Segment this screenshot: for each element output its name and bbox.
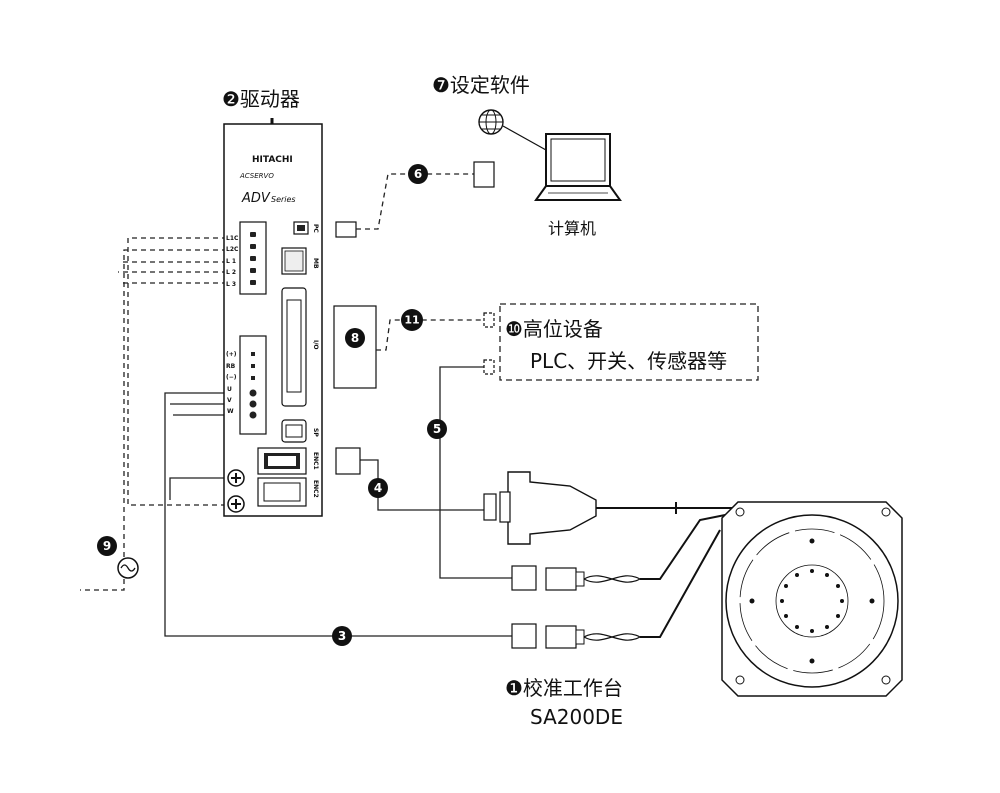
laptop-icon	[534, 133, 622, 201]
power-lines	[80, 237, 236, 591]
callout-8: 8	[345, 328, 365, 348]
callout-4: 4	[368, 478, 388, 498]
drive-sub: ACSERVO	[239, 172, 274, 180]
port-label-io: I/O	[312, 340, 319, 350]
host-device-box	[499, 303, 759, 381]
terminal-l2: L 2	[226, 269, 236, 276]
port-label-enc2: ENC2	[312, 480, 319, 498]
host-subtitle: PLC、开关、传感器等	[530, 349, 727, 373]
callout-11: 11	[401, 309, 423, 331]
drive-series-main: ADV	[241, 191, 271, 206]
drive-brand: HITACHI	[252, 155, 293, 165]
callout-6-label: 6	[414, 167, 422, 181]
host-title: ❿高位设备	[505, 317, 603, 341]
rotary-stage	[721, 501, 903, 697]
globe-icon	[478, 109, 547, 151]
terminal-l1c: L1C	[226, 235, 239, 242]
terminal-l2c: L2C	[226, 246, 239, 253]
terminal-l1: L 1	[226, 258, 236, 265]
stage-title: ❶校准工作台	[505, 676, 623, 700]
drive-title: ❷驱动器	[222, 87, 300, 111]
sensor-connector	[511, 511, 741, 591]
port-label-enc1: ENC1	[312, 452, 319, 470]
terminal-minus: (−)	[226, 374, 237, 381]
encoder-connectors	[335, 447, 740, 545]
power-terminal-screws	[250, 232, 256, 285]
callout-11-label: 11	[404, 314, 419, 327]
callout-4-label: 4	[374, 481, 382, 495]
callout-5-label: 5	[433, 422, 441, 436]
pc-cable	[335, 161, 495, 238]
power-terminal-labels: L1C L2C L 1 L 2 L 3	[226, 235, 239, 288]
drive-series-sub: Series	[271, 195, 296, 204]
motor-terminal-screws	[249, 352, 257, 419]
terminal-rb: RB	[226, 363, 236, 370]
callout-9-label: 9	[103, 539, 111, 553]
stage-model: SA200DE	[530, 705, 623, 729]
motor-connector	[511, 529, 721, 649]
solid-wires	[164, 366, 512, 637]
port-label-pc: PC	[312, 224, 319, 233]
servo-drive: HITACHI ACSERVO ADV Series L1C L2C L 1 L…	[223, 118, 323, 517]
terminal-plus: (+)	[226, 351, 237, 358]
motor-terminal-labels: (+) RB (−) U V W	[226, 351, 237, 415]
ac-source-icon	[117, 557, 139, 579]
callout-5: 5	[427, 419, 447, 439]
port-label-mb: MB	[312, 258, 319, 269]
terminal-w: W	[227, 408, 234, 415]
port-label-sp: SP	[312, 428, 319, 437]
callout-6: 6	[408, 164, 428, 184]
callout-8-label: 8	[351, 331, 359, 345]
software-title: ❼设定软件	[432, 73, 530, 97]
terminal-u: U	[227, 386, 232, 393]
terminal-l3: L 3	[226, 281, 236, 288]
terminal-v: V	[227, 397, 232, 404]
callout-9: 9	[97, 536, 117, 556]
computer-label: 计算机	[548, 219, 596, 238]
callout-3: 3	[332, 626, 352, 646]
callout-3-label: 3	[338, 629, 346, 643]
